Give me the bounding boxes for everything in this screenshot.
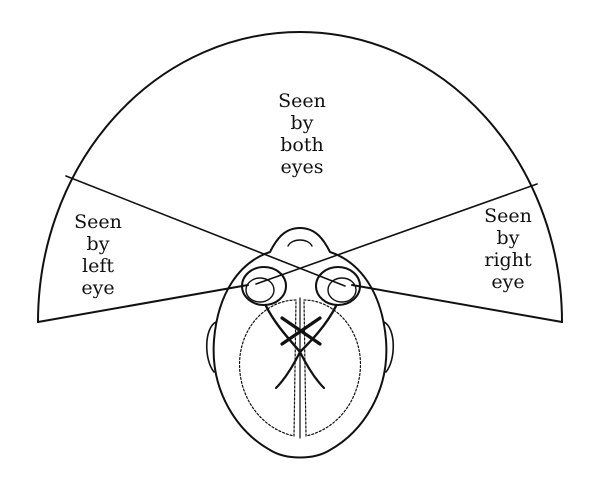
right-zone-divider: [255, 183, 538, 285]
right-ear: [383, 321, 395, 373]
label-seen-by-left-eye: Seen by left eye: [74, 211, 122, 299]
right-eye-inner: [327, 277, 357, 303]
left-line-2: by: [87, 233, 110, 255]
left-zone-divider: [65, 175, 346, 287]
right-line-3: right: [484, 249, 532, 271]
left-field-base-line: [37, 284, 249, 323]
left-eye: [241, 266, 287, 306]
right-brain-hemisphere: [303, 299, 362, 437]
both-line-3: both: [280, 134, 323, 156]
optic-pathways: [264, 304, 338, 390]
both-line-4: eyes: [281, 156, 324, 178]
both-line-2: by: [291, 112, 314, 134]
right-eye: [315, 266, 361, 306]
head-outline: [212, 227, 388, 459]
left-line-4: eye: [81, 277, 114, 299]
right-line-1: Seen: [484, 205, 532, 227]
nose: [287, 239, 313, 247]
left-eye-inner: [245, 277, 275, 303]
left-line-1: Seen: [74, 211, 122, 233]
right-field-base-line: [351, 284, 563, 323]
label-seen-by-both-eyes: Seen by both eyes: [278, 90, 326, 178]
both-line-1: Seen: [278, 90, 326, 112]
left-line-3: left: [82, 255, 114, 277]
right-line-4: eye: [491, 271, 524, 293]
left-ear: [205, 321, 217, 373]
visual-field-arc: [37, 31, 563, 323]
right-line-2: by: [497, 227, 520, 249]
head-top-view: [205, 227, 395, 459]
label-seen-by-right-eye: Seen by right eye: [484, 205, 532, 293]
left-brain-hemisphere: [238, 299, 297, 437]
